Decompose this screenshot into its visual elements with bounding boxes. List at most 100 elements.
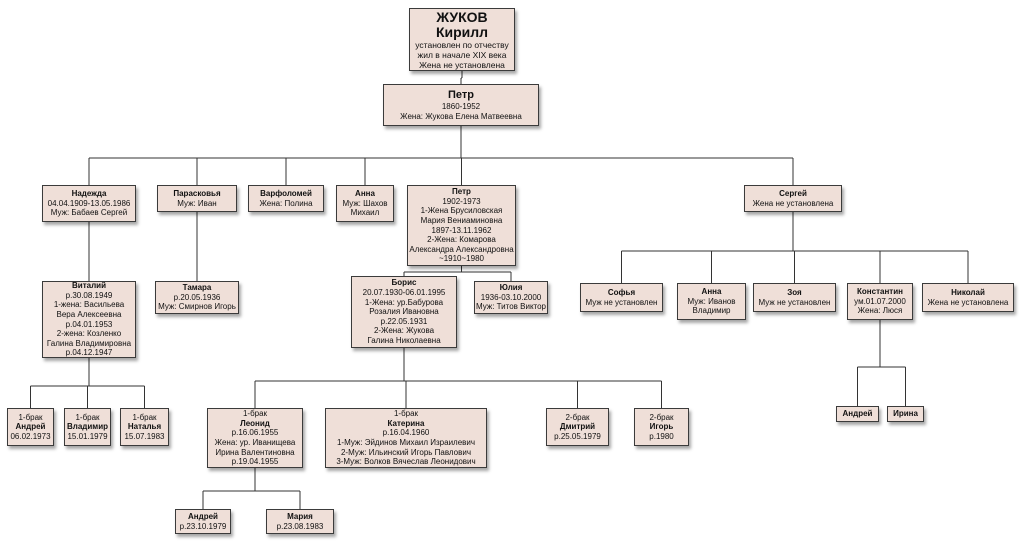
person-label: 2-брак <box>565 412 590 422</box>
person-label: Парасковья <box>173 188 221 198</box>
person-detail: Наталья <box>127 422 162 432</box>
person-detail: Жена: Жукова Елена Матвеевна <box>400 111 522 121</box>
person-detail: Муж: Иван <box>177 198 217 208</box>
person-detail: Розалия Ивановна <box>369 307 439 317</box>
person-label: Анна <box>355 189 375 199</box>
person-detail: ум.01.07.2000 <box>854 296 906 306</box>
person-label: Андрей <box>188 511 218 521</box>
person-detail: 3-Муж: Волков Вячеслав Леонидович <box>336 457 476 467</box>
person-detail: Катерина <box>387 418 425 428</box>
person-detail: Муж: Бабаев Сергей <box>50 208 128 218</box>
person-detail: Галина Николаевна <box>367 335 441 345</box>
person-detail: р.16.04.1960 <box>382 428 430 438</box>
person-detail: Галина Владимировна <box>46 338 132 348</box>
person-label: 1-брак <box>132 412 157 422</box>
person-detail: Жена не установлена <box>752 198 834 208</box>
person-label: Петр <box>448 88 474 101</box>
person-label: Надежда <box>71 189 107 199</box>
person-label: Варфоломей <box>260 188 312 198</box>
person-detail: 1936-03.10.2000 <box>480 292 542 302</box>
person-label: Тамара <box>182 283 212 293</box>
person-detail: установлен по отчеству <box>415 39 509 50</box>
person-label: 1-брак <box>18 412 43 422</box>
person-detail: р.04.01.1953 <box>65 319 113 329</box>
person-detail: 2-Жена: Жукова <box>373 326 435 336</box>
person-label: 1-брак <box>75 412 100 422</box>
person-detail: р.22.05.1931 <box>380 316 428 326</box>
person-detail: ~1910~1980 <box>439 254 484 264</box>
person-detail: р.30.08.1949 <box>65 290 113 300</box>
person-detail: Вера Алексеевна <box>56 309 122 319</box>
person-label: Виталий <box>72 281 106 291</box>
person-detail: р.16.06.1955 <box>231 428 279 438</box>
person-label: 1-брак <box>242 409 268 419</box>
person-detail: Владимир <box>692 306 731 316</box>
person-detail: Михаил <box>350 208 380 218</box>
person-detail: жил в начале XIX века <box>417 49 507 60</box>
person-label: Зоя <box>787 287 802 297</box>
person-detail: Муж: Иванов <box>687 296 736 306</box>
person-label: Мария <box>287 511 313 521</box>
person-label: Николай <box>951 287 985 297</box>
person-detail: Леонид <box>240 418 270 428</box>
person-detail: 1-Жена: ур.Бабурова <box>364 297 444 307</box>
person-label: Петр <box>452 187 471 197</box>
person-detail: 04.04.1909-13.05.1986 <box>47 198 131 208</box>
person-detail: Игорь <box>649 422 674 432</box>
person-detail: р.25.05.1979 <box>554 431 601 441</box>
person-detail: р.23.10.1979 <box>179 521 227 531</box>
person-label: Анна <box>701 287 722 297</box>
person-detail: Кирилл <box>435 23 489 40</box>
person-detail: р.19.04.1955 <box>231 457 279 467</box>
person-detail: 15.01.1979 <box>67 431 108 441</box>
person-detail: 1-Муж: Эйдинов Михаил Израилевич <box>336 438 476 447</box>
person-detail: Муж: Титов Виктор <box>476 302 547 312</box>
person-detail: 1-жена: Васильева <box>53 300 125 310</box>
person-detail: 06.02.1973 <box>10 431 51 441</box>
person-detail: Жена: Люся <box>857 306 903 316</box>
person-label: Сергей <box>779 188 807 198</box>
person-detail: р.23.08.1983 <box>276 521 324 531</box>
person-detail: Жена не установлена <box>419 59 505 70</box>
person-detail: р.04.12.1947 <box>65 348 113 358</box>
person-label: 2-брак <box>649 412 674 422</box>
person-detail: р.20.05.1936 <box>173 292 221 302</box>
person-label: Софья <box>607 287 636 297</box>
person-detail: Муж: Шахов <box>342 198 388 208</box>
person-detail: Жена не установлена <box>927 297 1009 307</box>
person-detail: Жена: Полина <box>259 198 313 208</box>
person-detail: Александра Александровна <box>409 244 514 254</box>
person-node-andrey2: Андрей <box>836 406 879 422</box>
person-detail: 2-Жена: Комарова <box>427 235 496 245</box>
person-node-irina: Ирина <box>887 406 924 422</box>
person-detail: Дмитрий <box>559 422 596 432</box>
person-label: Константин <box>857 287 903 297</box>
person-detail: Ирина Валентиновна <box>215 447 295 457</box>
person-label: Юлия <box>499 283 523 293</box>
person-detail: 20.07.1930-06.01.1995 <box>362 288 446 298</box>
person-label: Ирина <box>893 409 918 419</box>
person-detail: Муж не установлен <box>758 297 831 307</box>
person-detail: Мария Вениаминовна <box>420 215 503 225</box>
